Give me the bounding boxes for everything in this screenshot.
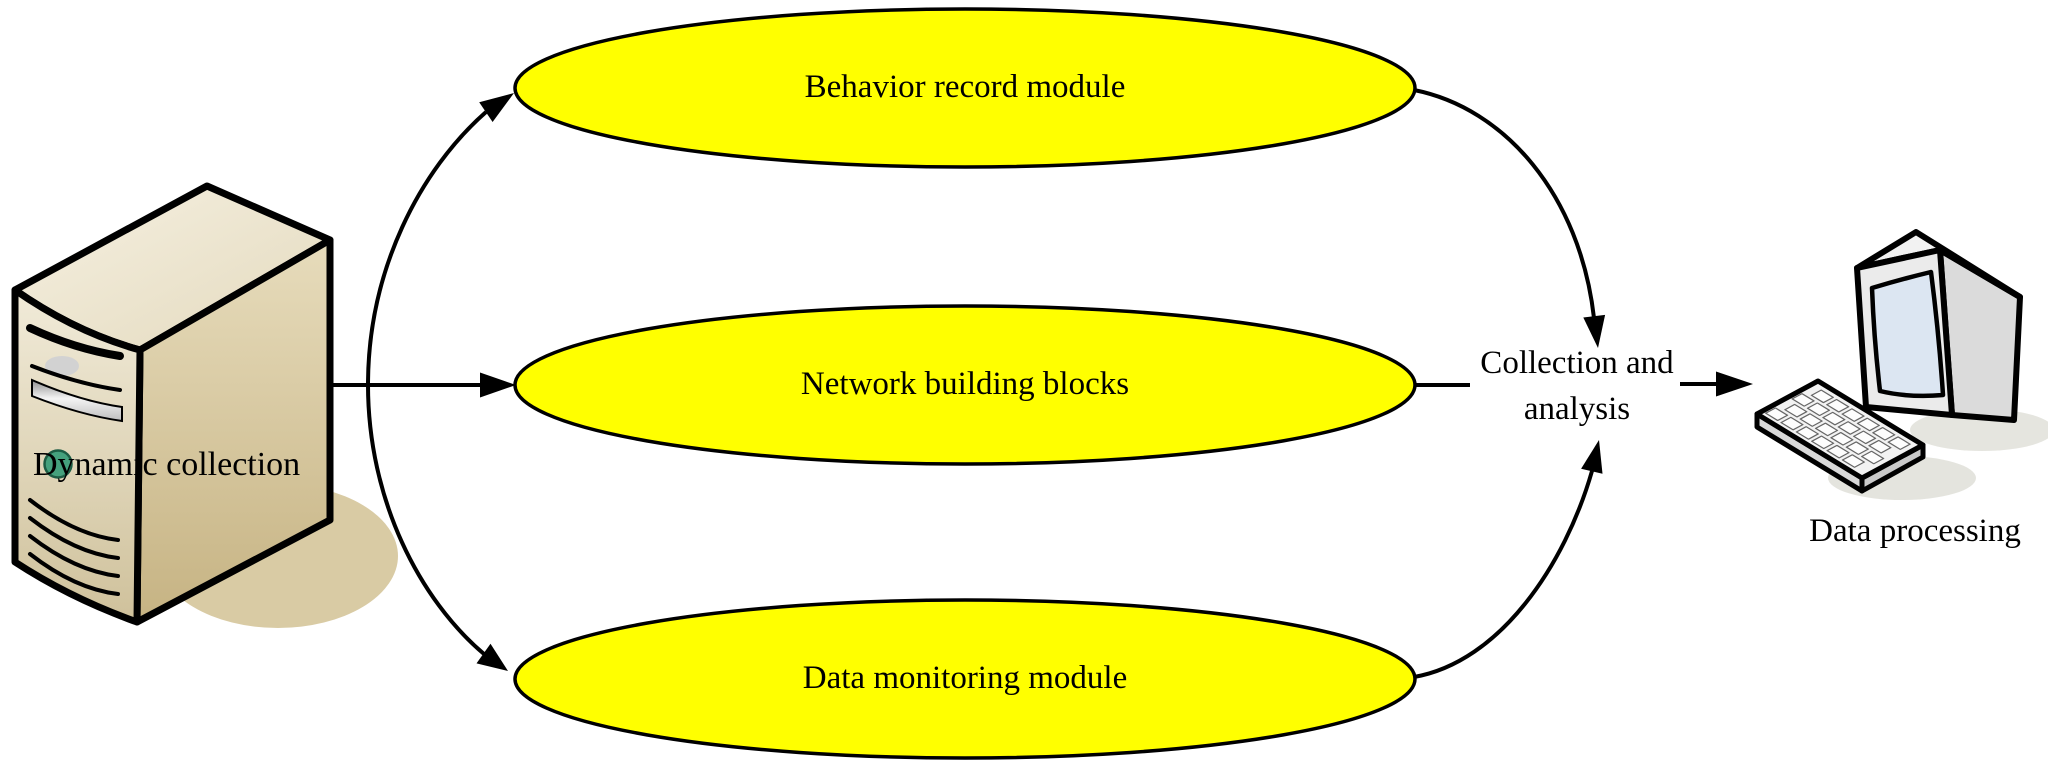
arc-behavior-to-hub [1413,88,1596,319]
server-slot-line [30,364,122,392]
arc-monitoring-to-hub [1413,470,1594,679]
arrowhead-hub-down [1583,314,1606,348]
module-ellipse-behavior [513,7,1417,169]
arrowhead-to-network [480,372,516,398]
arrowhead-to-processing [1716,371,1753,397]
server-floppy-slot [26,324,124,360]
monitor-screen [1869,269,1946,399]
arrowhead-hub-up [1581,440,1603,474]
module-ellipse-monitoring [513,598,1417,760]
hub-label-line1: Collection and [1480,345,1674,381]
module-label-behavior: Behavior record module [804,69,1126,105]
arrowhead-to-monitoring [476,643,508,671]
server-illustration [11,182,398,628]
source-node-label: Dynamic collection [33,446,301,483]
sink-node-label: Data processing [1809,513,2021,549]
server-vents [28,498,120,596]
server-cd-tray [31,378,123,423]
arc-server-branches [365,110,488,656]
keyboard-top [1754,378,1926,481]
hub-label-line2: analysis [1523,391,1631,427]
computer-illustration [1754,229,2048,500]
server-power-button [43,449,73,479]
connector-arrows-right [1413,88,1753,679]
keyboard-keys [1764,389,1911,468]
hub-label: Collection and analysis [1480,340,1673,432]
connector-arrows-left [330,93,516,671]
module-label-monitoring: Data monitoring module [802,660,1128,696]
monitor [1854,229,2023,423]
module-ellipses [513,7,1417,760]
keyboard [1754,378,1926,494]
server-drive-knob [45,356,79,376]
module-label-network: Network building blocks [800,366,1130,402]
arrowhead-to-behavior [479,93,514,122]
